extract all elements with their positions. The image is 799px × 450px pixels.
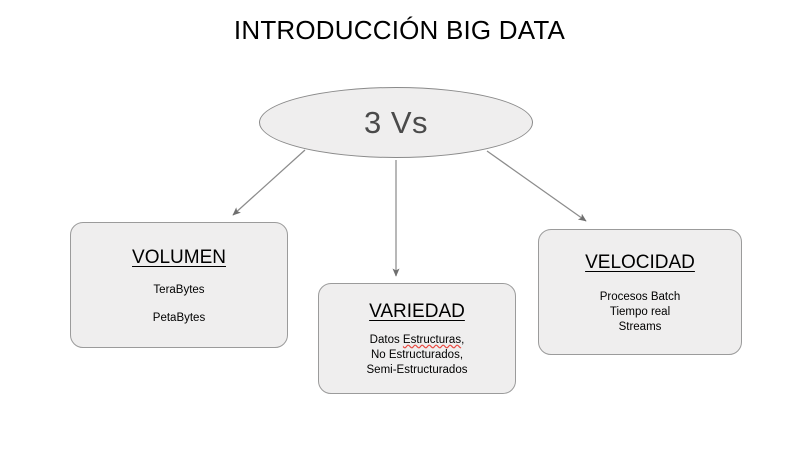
arrow-hub-to-velocidad [486,150,587,222]
list-item: No Estructurados, [370,349,464,361]
list-item: PetaBytes [152,311,206,324]
node-variedad[interactable]: VARIEDAD Datos Estructuras, No Estructur… [318,283,516,394]
node-velocidad-items: Procesos Batch Tiempo real Streams [600,290,681,334]
node-volumen-items: TeraBytes PetaBytes [153,283,205,325]
list-item-text-suffix: , [461,334,465,346]
list-item: Procesos Batch [599,290,681,303]
arrow-hub-to-volumen [232,149,306,216]
node-variedad-items: Datos Estructuras, No Estructurados, Sem… [367,333,468,377]
hub-node-3vs[interactable]: 3 Vs [259,87,533,158]
node-volumen-heading: VOLUMEN [132,246,226,268]
list-item: Tiempo real [609,305,671,318]
node-velocidad-heading: VELOCIDAD [585,251,695,273]
spellcheck-misspelled-word: Estructuras [402,334,462,346]
list-item: Datos Estructuras, [370,333,465,347]
page-title: INTRODUCCIÓN BIG DATA [233,15,566,45]
list-item: TeraBytes [153,283,205,296]
list-item-text-prefix: Datos [369,334,403,346]
list-item: Streams [618,320,662,333]
node-variedad-heading: VARIEDAD [369,301,465,322]
list-item: Semi-Estructurados [366,364,468,376]
hub-label: 3 Vs [363,104,429,140]
node-volumen[interactable]: VOLUMEN TeraBytes PetaBytes [70,222,288,348]
node-velocidad[interactable]: VELOCIDAD Procesos Batch Tiempo real Str… [538,229,742,355]
